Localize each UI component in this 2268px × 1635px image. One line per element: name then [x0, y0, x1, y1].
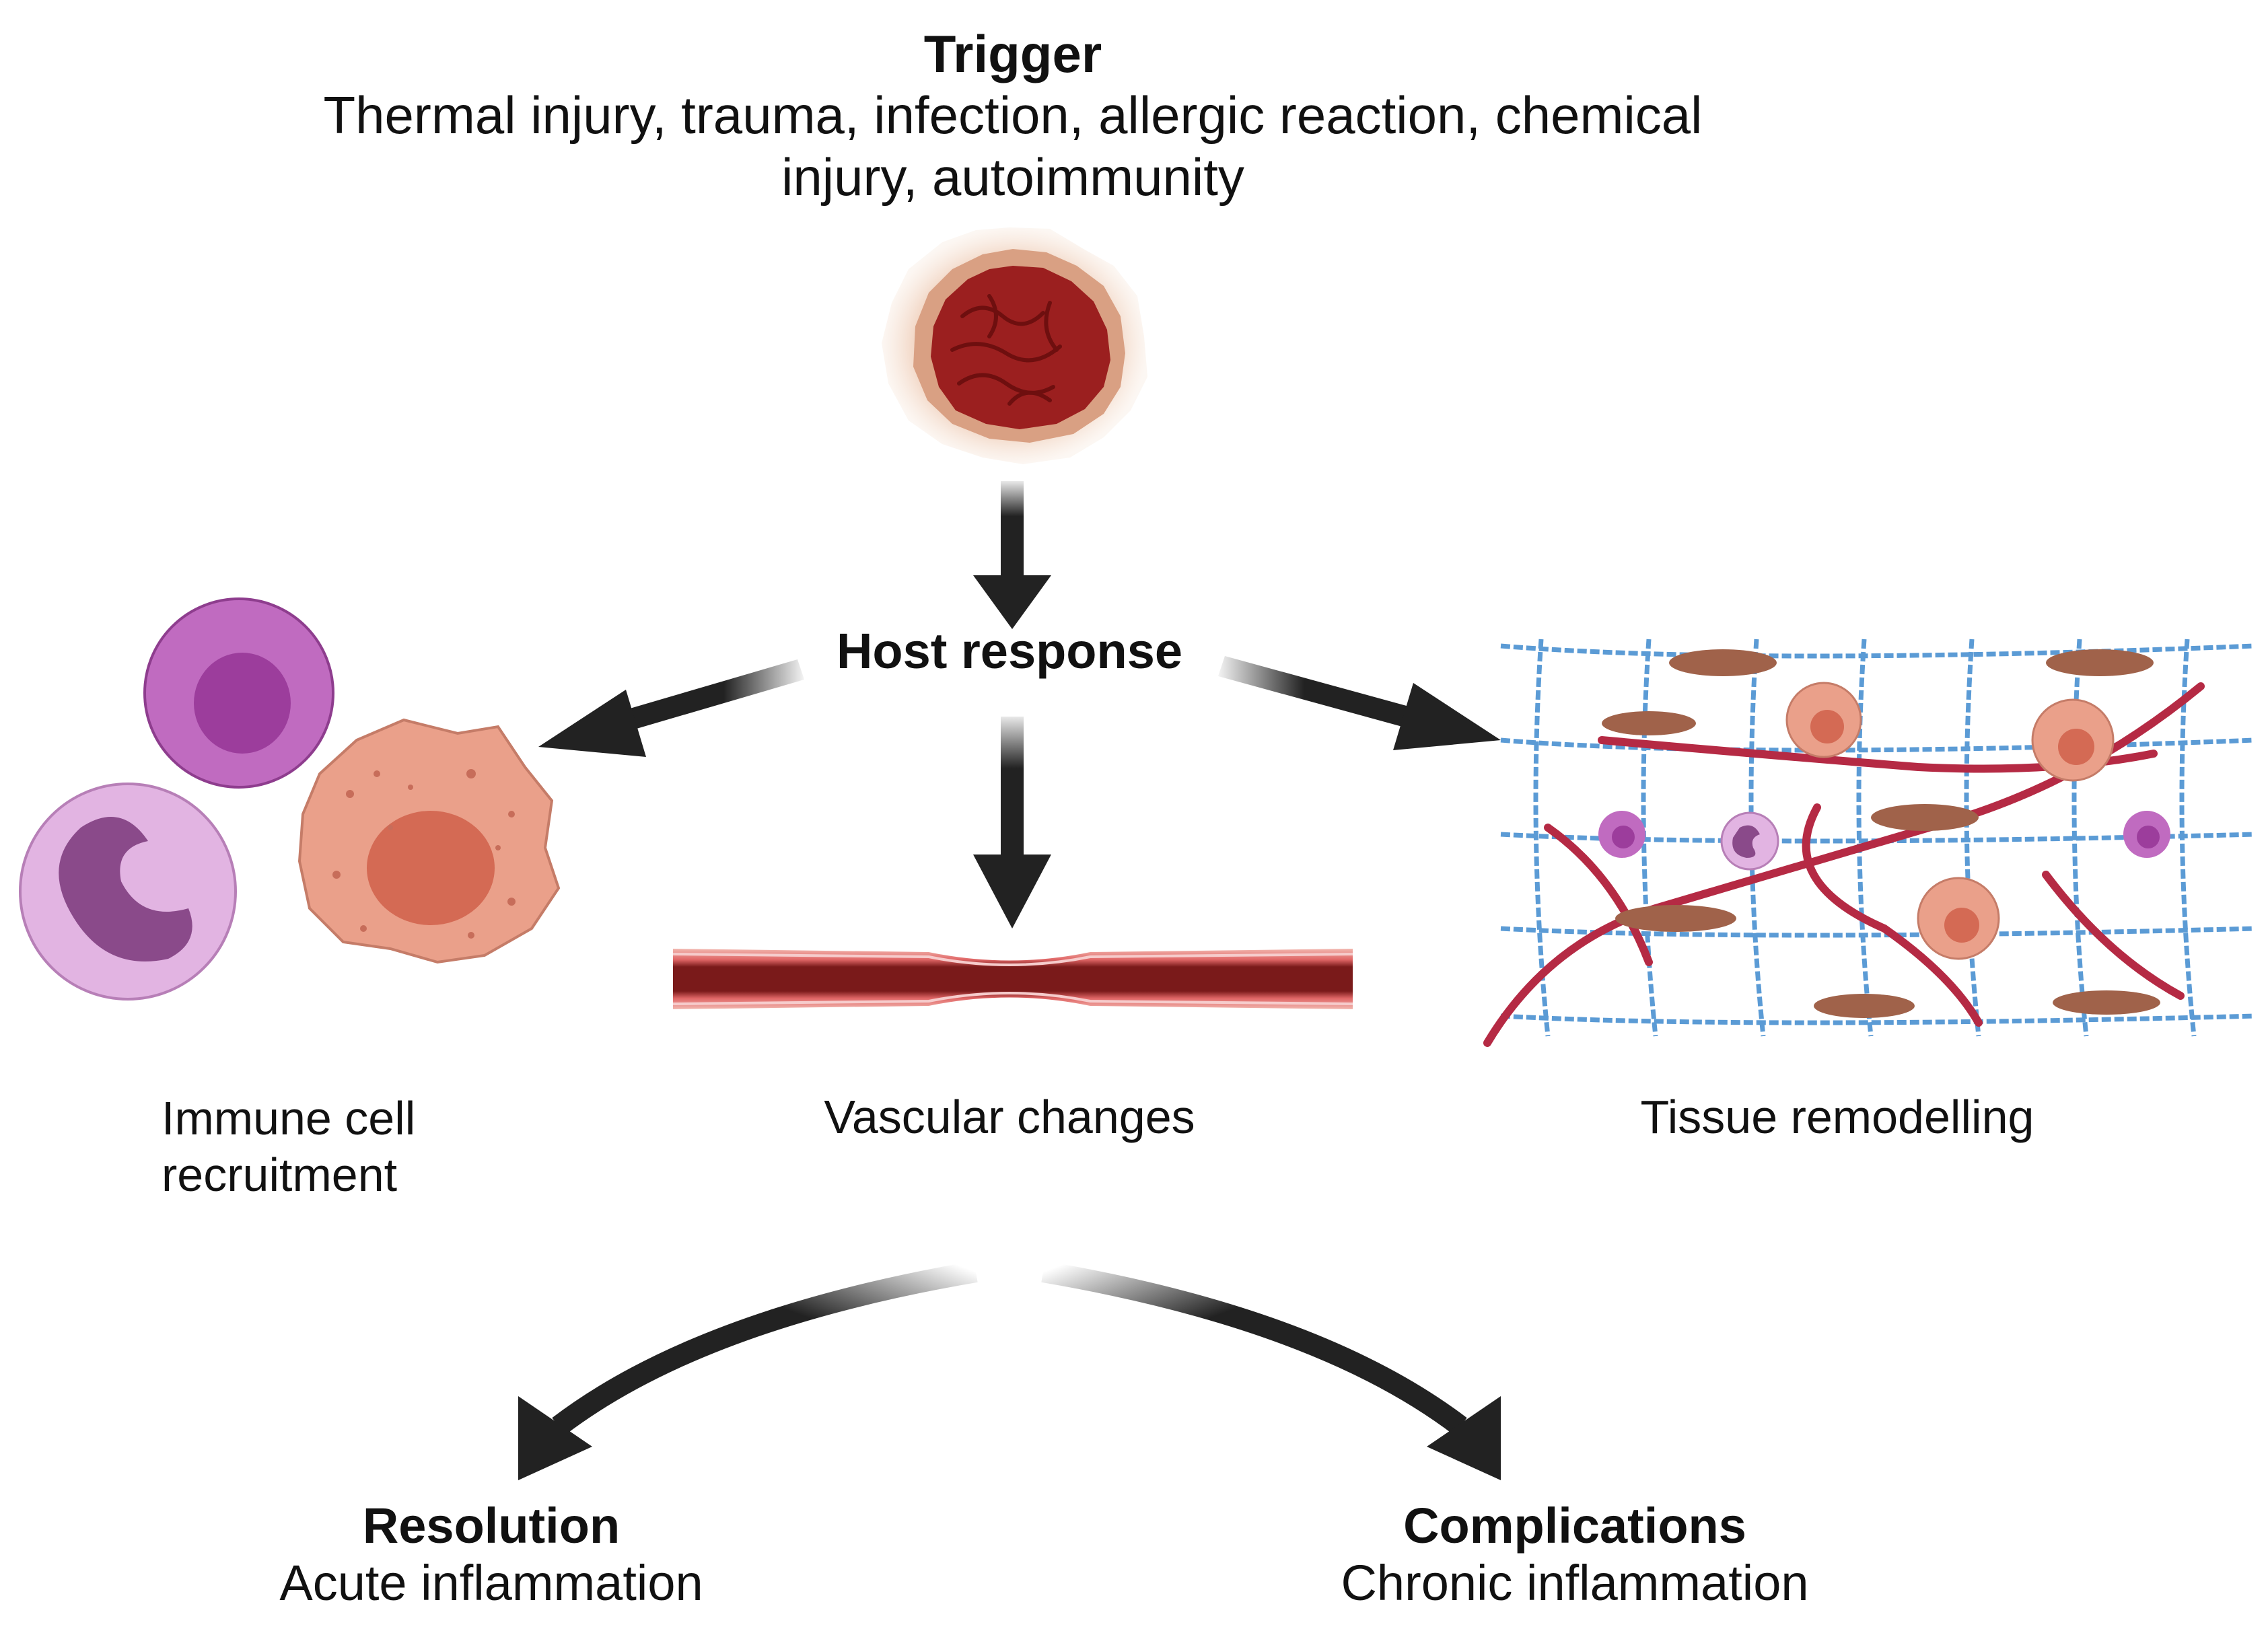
arrow-trigger-to-host — [973, 481, 1051, 629]
blood-vessel-icon — [672, 949, 1353, 1009]
macrophage-icon — [297, 718, 561, 964]
trigger-causes: Thermal injury, trauma, infection, aller… — [323, 85, 1703, 207]
fibroblast-icon — [1602, 649, 2160, 1018]
tissue-remodelling-icon — [1483, 639, 2255, 1047]
neutrophil-icon — [19, 783, 237, 1001]
complications-subtitle: Chronic inflammation — [1341, 1555, 1809, 1611]
resolution-title: Resolution — [362, 1498, 621, 1554]
macrophage-small-icon — [1785, 682, 2115, 960]
host-response-label: Host response — [836, 623, 1183, 679]
complications-title: Complications — [1403, 1498, 1746, 1554]
lymphocyte-small-icon — [1598, 811, 2170, 858]
arrow-host-to-immune — [538, 659, 804, 757]
vascular-changes-label: Vascular changes — [824, 1091, 1195, 1143]
trigger-title: Trigger — [923, 24, 1102, 83]
immune-cells-icon — [19, 597, 561, 1001]
wound-icon — [882, 227, 1147, 464]
arrow-to-resolution — [518, 1261, 978, 1480]
arrow-host-to-vascular — [973, 717, 1051, 929]
arrow-host-to-tissue — [1218, 656, 1501, 750]
immune-recruitment-label: Immune cell recruitment — [162, 1092, 416, 1201]
neutrophil-small-icon — [1720, 811, 1779, 871]
arrow-to-complications — [1041, 1261, 1501, 1480]
lymphocyte-icon — [143, 597, 334, 789]
resolution-subtitle: Acute inflammation — [279, 1555, 703, 1611]
tissue-remodelling-label: Tissue remodelling — [1640, 1091, 2034, 1143]
